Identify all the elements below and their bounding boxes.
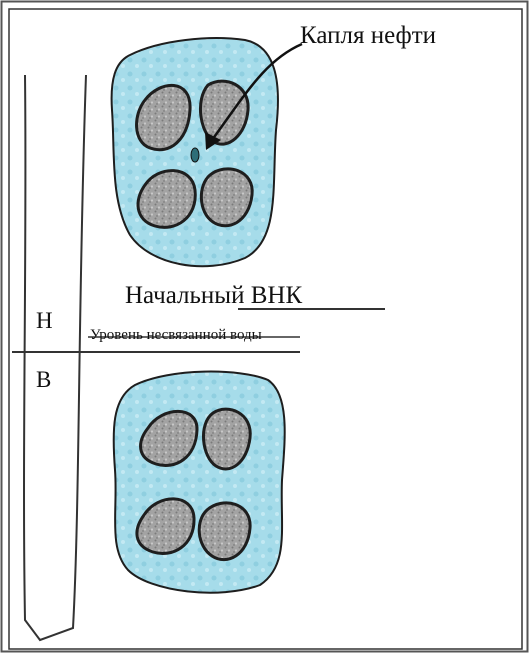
grain	[203, 409, 250, 469]
zone-below-label: В	[36, 367, 51, 393]
initial-owc-label: Начальный ВНК	[125, 282, 302, 310]
free-water-level-label: Уровень несвязанной воды	[90, 327, 262, 344]
grain	[199, 503, 250, 560]
oil-drop-label: Капля нефти	[300, 22, 436, 50]
zone-above-label: Н	[36, 308, 53, 334]
wellbore	[24, 75, 86, 640]
pore-upper	[112, 38, 278, 266]
pore-lower	[114, 372, 285, 593]
grain	[201, 169, 252, 226]
oil-drop	[191, 148, 199, 162]
